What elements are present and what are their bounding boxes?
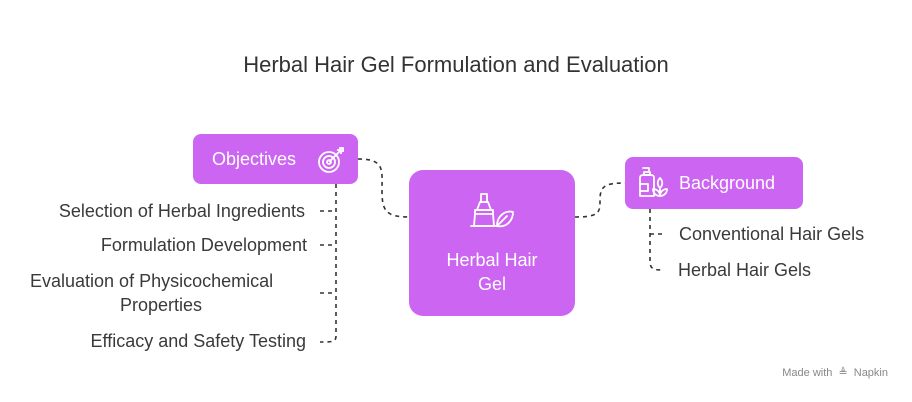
objectives-trunk-line [319,184,337,343]
bottle-plant-icon [639,167,668,197]
target-icon [318,147,344,173]
napkin-brand-label: Napkin [853,367,888,379]
objective-item-3-line1: Evaluation of Physicochemical [30,271,274,291]
center-to-background-line [574,182,626,218]
objectives-to-center-line [357,158,410,218]
objective-item-4: Efficacy and Safety Testing [90,331,306,351]
hair-gel-bottle-leaf-icon [470,193,514,228]
center-label: Herbal Hair Gel [409,248,575,296]
center-label-line2: Gel [477,274,506,294]
background-node[interactable]: Background [625,157,803,209]
napkin-logo-icon: ≜ [838,367,848,379]
objective-item-2: Formulation Development [100,235,307,255]
made-with-label: Made with [782,367,833,379]
background-item-2: Herbal Hair Gels [678,260,812,280]
objectives-node[interactable]: Objectives [193,134,358,184]
center-node[interactable]: Herbal Hair Gel [409,170,575,316]
background-trunk-line [649,209,665,271]
objective-item-1: Selection of Herbal Ingredients [58,201,305,221]
objectives-label: Objectives [212,149,297,169]
background-item-1: Conventional Hair Gels [679,224,865,244]
background-label: Background [679,173,776,193]
center-label-line1: Herbal Hair [446,250,538,270]
page-title: Herbal Hair Gel Formulation and Evaluati… [243,52,669,77]
objective-item-3-line2: Properties [120,295,203,315]
made-with-footer[interactable]: Made with ≜ Napkin [782,366,888,379]
